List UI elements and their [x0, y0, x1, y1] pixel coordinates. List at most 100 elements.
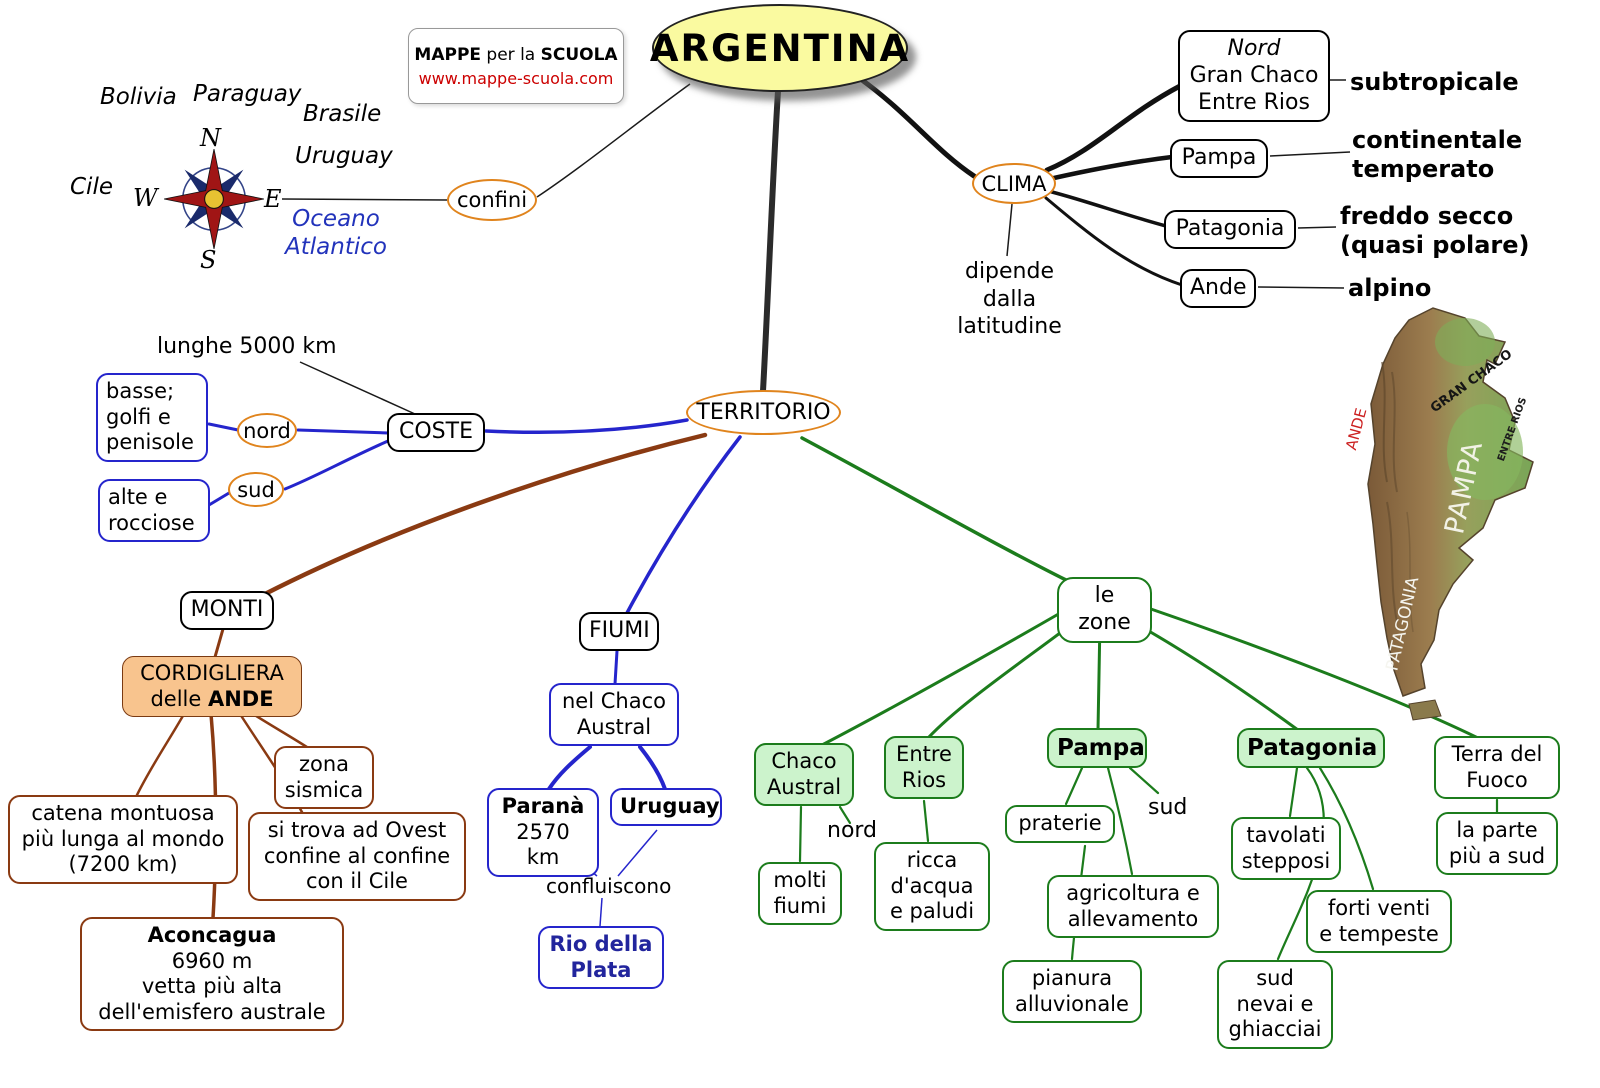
cordigliera-line2: delle ANDE	[131, 687, 293, 713]
edge-pampazone-sud	[1128, 766, 1160, 795]
monti-node: MONTI	[180, 591, 274, 630]
coste-sud-desc-node: alte e rocciose	[98, 479, 210, 543]
edge-coste-nord	[296, 428, 390, 435]
edge-argentina-clima	[859, 77, 977, 179]
zone-chaco-nord-label: nord	[827, 818, 878, 843]
zone-entre-rios-node: Entre Rios	[884, 736, 964, 800]
coste-nord-desc-node: basse; golfi e penisole	[96, 373, 208, 462]
country-paraguay: Paraguay	[193, 81, 302, 107]
compass-rose: N W E S	[133, 124, 282, 274]
edge-nord-basse	[207, 422, 240, 432]
zone-chaco-austral-node: Chaco Austral	[754, 743, 854, 807]
edge-chaco-parana	[547, 745, 592, 791]
clima-note: dipende dalla latitudine	[957, 259, 1062, 339]
aconcagua-name: Aconcagua	[147, 923, 277, 947]
clima-region-nord-line2: Gran Chaco	[1189, 62, 1319, 88]
edge-territorio-zone	[800, 436, 1068, 582]
edge-fiumi-chaco	[613, 649, 619, 686]
logo-title: MAPPE per la SCUOLA	[414, 45, 617, 65]
molti-fiumi-node: molti fiumi	[758, 862, 842, 926]
clima-region-ande-node: Ande	[1180, 269, 1256, 308]
cordigliera-line1: CORDIGLIERA	[140, 661, 284, 685]
compass-e-label: E	[264, 185, 282, 213]
confluiscono-label: confluiscono	[546, 874, 672, 898]
clima-region-nord-line3: Entre Rios	[1198, 89, 1310, 115]
coste-note: lunghe 5000 km	[157, 334, 337, 359]
edge-cord-zona	[251, 712, 312, 751]
compass-w-label: W	[133, 184, 158, 212]
la-parte-piu-a-sud-node: la parte più a sud	[1436, 812, 1558, 876]
edge-andebox-alpino	[1257, 286, 1345, 289]
logo-bold2: SCUOLA	[540, 44, 618, 65]
agricoltura-node: agricoltura e allevamento	[1047, 875, 1219, 939]
coste-nord-label: nord	[243, 418, 291, 443]
cordigliera-pre: delle	[150, 686, 208, 711]
logo-mid: per la	[481, 44, 541, 65]
praterie-node: praterie	[1005, 805, 1115, 843]
edge-clima-nord	[1044, 83, 1183, 173]
confini-node: confini	[447, 179, 537, 221]
argentina-physical-map: ANDE GRAN CHACO ENTRE RIOS PAMPA PATAGON…	[1337, 302, 1562, 727]
forti-venti-node: forti venti e tempeste	[1306, 890, 1452, 954]
clima-region-pampa-node: Pampa	[1170, 139, 1268, 178]
zone-patagonia-node: Patagonia	[1237, 728, 1385, 769]
clima-node: CLIMA	[972, 163, 1056, 204]
parana-node: Paranà 2570 km	[487, 788, 599, 877]
climate-subtropicale-label: subtropicale	[1350, 68, 1519, 96]
aconcagua-node: Aconcagua 6960 m vetta più alta dell'emi…	[80, 917, 344, 1032]
fiumi-node: FIUMI	[579, 612, 659, 651]
coste-sud-label: sud	[237, 477, 275, 502]
cordigliera-ande-node: CORDIGLIERA delle ANDE	[122, 656, 302, 718]
nevai-ghiacciai-node: sud nevai e ghiacciai	[1217, 960, 1333, 1049]
parana-length: 2570 km	[516, 819, 570, 870]
edge-pampabox-continentale	[1269, 151, 1351, 157]
edge-zone-entre	[926, 616, 1082, 740]
edge-pampazone-praterie	[1064, 766, 1084, 806]
rio-della-plata-node: Rio della Plata	[538, 926, 664, 990]
clima-region-nord-node: Nord Gran Chaco Entre Rios	[1178, 30, 1330, 123]
compass-s-label: S	[200, 246, 217, 274]
edge-chacozone-molti	[798, 805, 803, 863]
cordigliera-bold: ANDE	[207, 686, 274, 711]
zone-terra-del-fuoco-node: Terra del Fuoco	[1434, 736, 1560, 800]
coste-sud-node: sud	[228, 472, 284, 507]
edge-argentina-territorio	[760, 88, 781, 394]
climate-freddo-label: freddo secco (quasi polare)	[1340, 202, 1530, 259]
ocean-atlantic-label: Oceano Atlantico	[285, 206, 387, 260]
logo-box: MAPPE per la SCUOLA www.mappe-scuola.com	[408, 28, 624, 104]
zone-pampa-sud-label: sud	[1148, 795, 1188, 820]
edge-cord-catena	[134, 712, 186, 799]
coste-nord-node: nord	[237, 413, 297, 448]
coste-node: COSTE	[387, 413, 485, 452]
edge-territorio-monti	[260, 432, 708, 598]
aconcagua-desc: 6960 m vetta più alta dell'emisfero aust…	[98, 948, 326, 1024]
compass-n-label: N	[200, 124, 221, 152]
country-uruguay: Uruguay	[295, 143, 393, 169]
edge-territorio-fiumi	[625, 435, 742, 615]
catena-montuosa-node: catena montuosa più lunga al mondo (7200…	[8, 795, 238, 884]
clima-region-nord-line1: Nord	[1227, 36, 1281, 61]
edge-patagoniazone-tavolati	[1288, 766, 1299, 818]
country-brasile: Brasile	[303, 101, 382, 127]
edge-uruguay-confluiscono	[617, 829, 658, 877]
ovest-cile-node: si trova ad Ovest confine al confine con…	[248, 812, 466, 901]
edge-zone-chaco	[820, 610, 1064, 747]
logo-bold1: MAPPE	[414, 44, 482, 65]
edge-clima-pampa	[1051, 154, 1175, 181]
logo-url[interactable]: www.mappe-scuola.com	[418, 68, 614, 88]
confini-label: confini	[456, 188, 528, 212]
edge-territorio-coste	[484, 418, 689, 434]
country-cile: Cile	[70, 174, 113, 200]
root-node-argentina: ARGENTINA	[650, 4, 908, 92]
edge-coste-sud	[283, 439, 390, 491]
le-zone-node: le zone	[1057, 577, 1152, 643]
edge-entre-ricca	[922, 799, 930, 843]
edge-monti-cordigliera	[213, 627, 225, 659]
territorio-label: TERRITORIO	[696, 400, 831, 425]
country-bolivia: Bolivia	[100, 84, 177, 110]
edge-patagoniabox-freddo	[1297, 226, 1337, 229]
parana-name: Paranà	[501, 794, 585, 818]
edge-confluiscono-rio	[599, 897, 603, 927]
uruguay-river-node: Uruguay	[610, 788, 722, 826]
edge-sud-alte	[207, 491, 231, 507]
